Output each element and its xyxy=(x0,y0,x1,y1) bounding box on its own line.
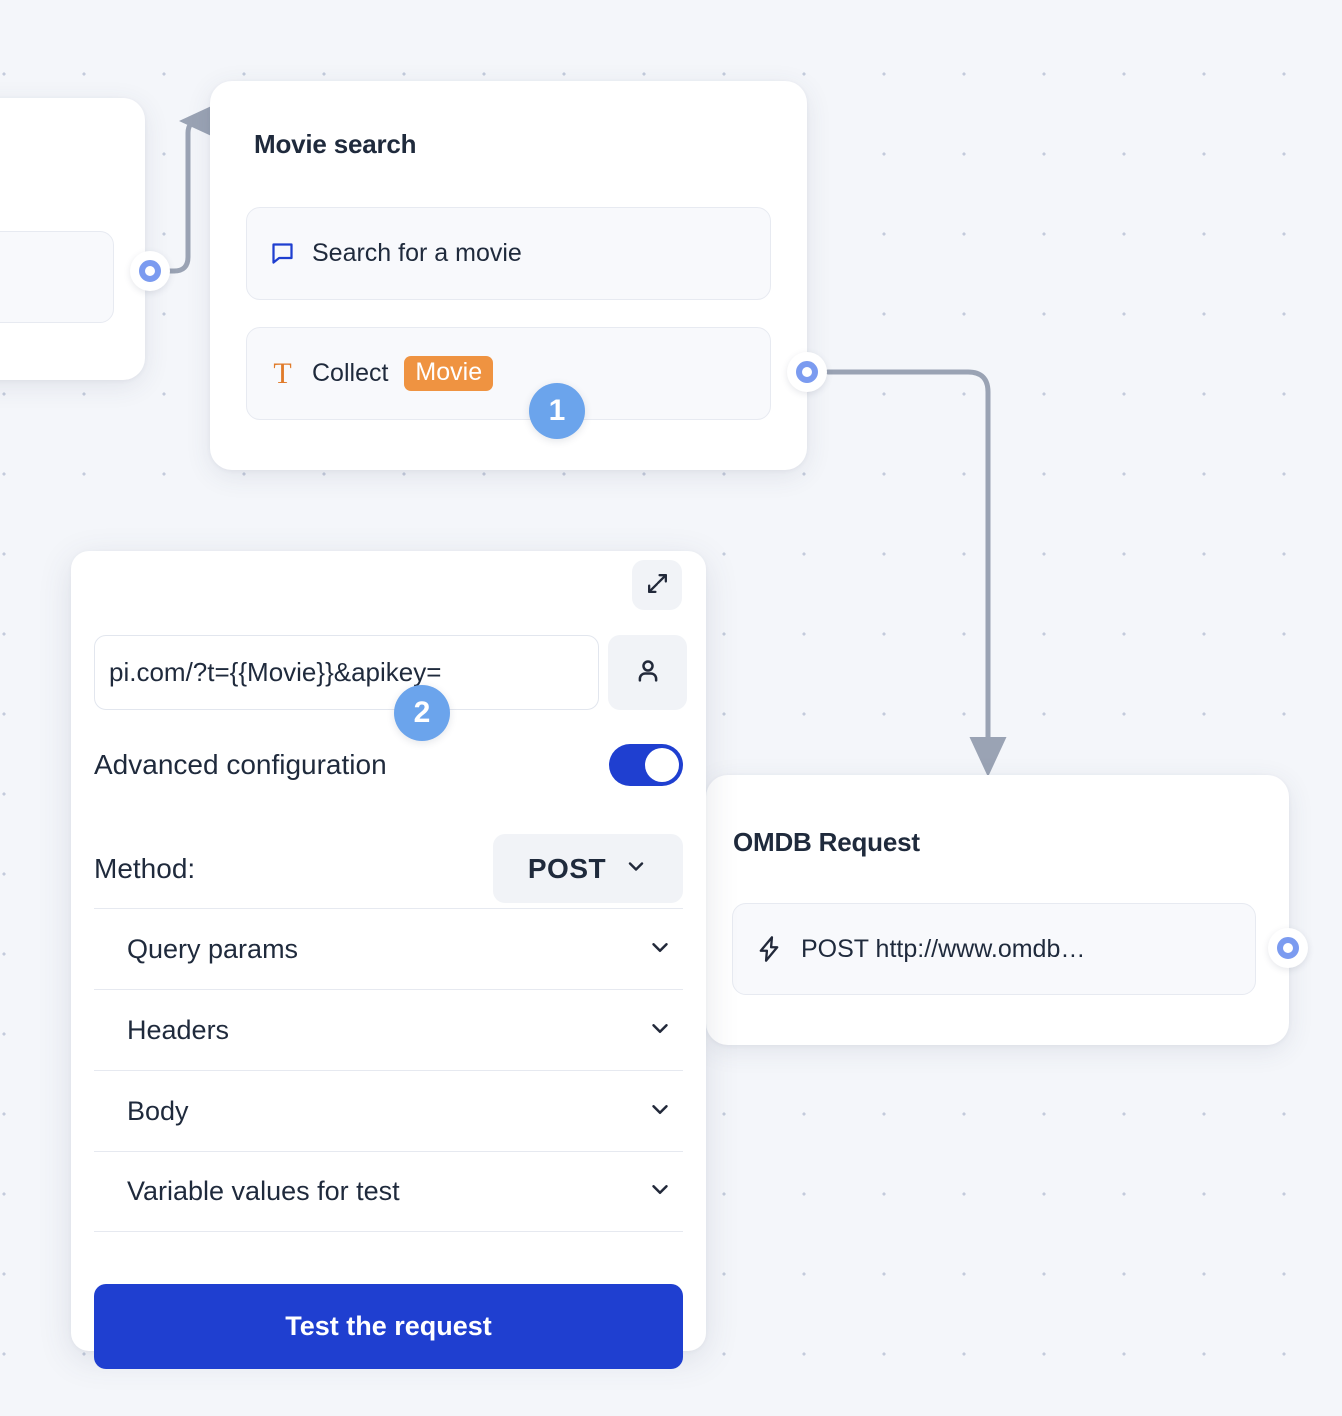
method-row: Method: POST xyxy=(94,834,683,903)
text-t-icon: T xyxy=(273,356,292,390)
accordion-item-variable-values[interactable]: Variable values for test xyxy=(94,1151,683,1232)
expand-diagonal-icon xyxy=(645,571,670,599)
movie-search-row-collect[interactable]: T Collect Movie xyxy=(246,327,771,420)
accordion-label: Body xyxy=(127,1095,189,1126)
url-row xyxy=(94,635,687,710)
omdb-request-card[interactable]: OMDB Request POST http://www.omdb… xyxy=(706,775,1289,1045)
advanced-configuration-toggle[interactable] xyxy=(609,744,683,786)
movie-search-row-label: Search for a movie xyxy=(312,239,522,267)
variable-chip-movie[interactable]: Movie xyxy=(404,356,494,391)
toggle-knob xyxy=(645,748,679,782)
accordion-item-headers[interactable]: Headers xyxy=(94,989,683,1070)
accordion-item-body[interactable]: Body xyxy=(94,1070,683,1151)
expand-panel-button[interactable] xyxy=(632,560,682,610)
method-label: Method: xyxy=(94,852,196,884)
method-select[interactable]: POST xyxy=(493,834,683,903)
person-icon xyxy=(633,656,663,689)
step-badge-2: 2 xyxy=(394,685,450,741)
chevron-down-icon xyxy=(647,1096,673,1127)
connector-movie-to-omdb xyxy=(825,369,1007,777)
request-url-input[interactable] xyxy=(94,635,599,710)
omdb-request-title: OMDB Request xyxy=(733,827,920,857)
step-badge-1: 1 xyxy=(529,383,585,439)
collect-row-label: Collect xyxy=(312,359,389,387)
accordion-item-query-params[interactable]: Query params xyxy=(94,908,683,989)
advanced-configuration-row: Advanced configuration xyxy=(94,744,683,786)
partial-node-card[interactable] xyxy=(0,98,145,380)
chevron-down-icon xyxy=(624,854,648,883)
lightning-bolt-icon xyxy=(755,935,783,963)
chat-bubble-icon xyxy=(269,240,296,267)
movie-search-title: Movie search xyxy=(254,129,417,159)
omdb-request-label: POST http://www.omdb… xyxy=(801,934,1086,963)
movie-search-row-search[interactable]: Search for a movie xyxy=(246,207,771,300)
accordion-label: Query params xyxy=(127,933,299,964)
connector-partial-to-movie xyxy=(165,102,219,274)
output-port-omdb-request[interactable] xyxy=(1268,928,1308,968)
output-port-movie-search[interactable] xyxy=(787,352,827,392)
omdb-request-row[interactable]: POST http://www.omdb… xyxy=(732,903,1256,995)
auth-user-button[interactable] xyxy=(608,635,687,710)
chevron-down-icon xyxy=(647,934,673,965)
test-the-request-button[interactable]: Test the request xyxy=(94,1284,683,1369)
request-accordion: Query params Headers Body xyxy=(94,908,683,1232)
advanced-configuration-label: Advanced configuration xyxy=(94,749,387,780)
accordion-label: Headers xyxy=(127,1014,230,1045)
output-port-partial[interactable] xyxy=(130,251,170,291)
accordion-label: Variable values for test xyxy=(127,1176,400,1206)
method-selected-value: POST xyxy=(527,852,607,884)
request-config-panel[interactable]: Advanced configuration Method: POST Quer… xyxy=(71,551,706,1369)
partial-node-row[interactable] xyxy=(0,231,114,323)
chevron-down-icon xyxy=(647,1015,673,1046)
chevron-down-icon xyxy=(647,1176,673,1207)
movie-search-card[interactable]: Movie search Search for a movie T Collec… xyxy=(210,81,807,470)
